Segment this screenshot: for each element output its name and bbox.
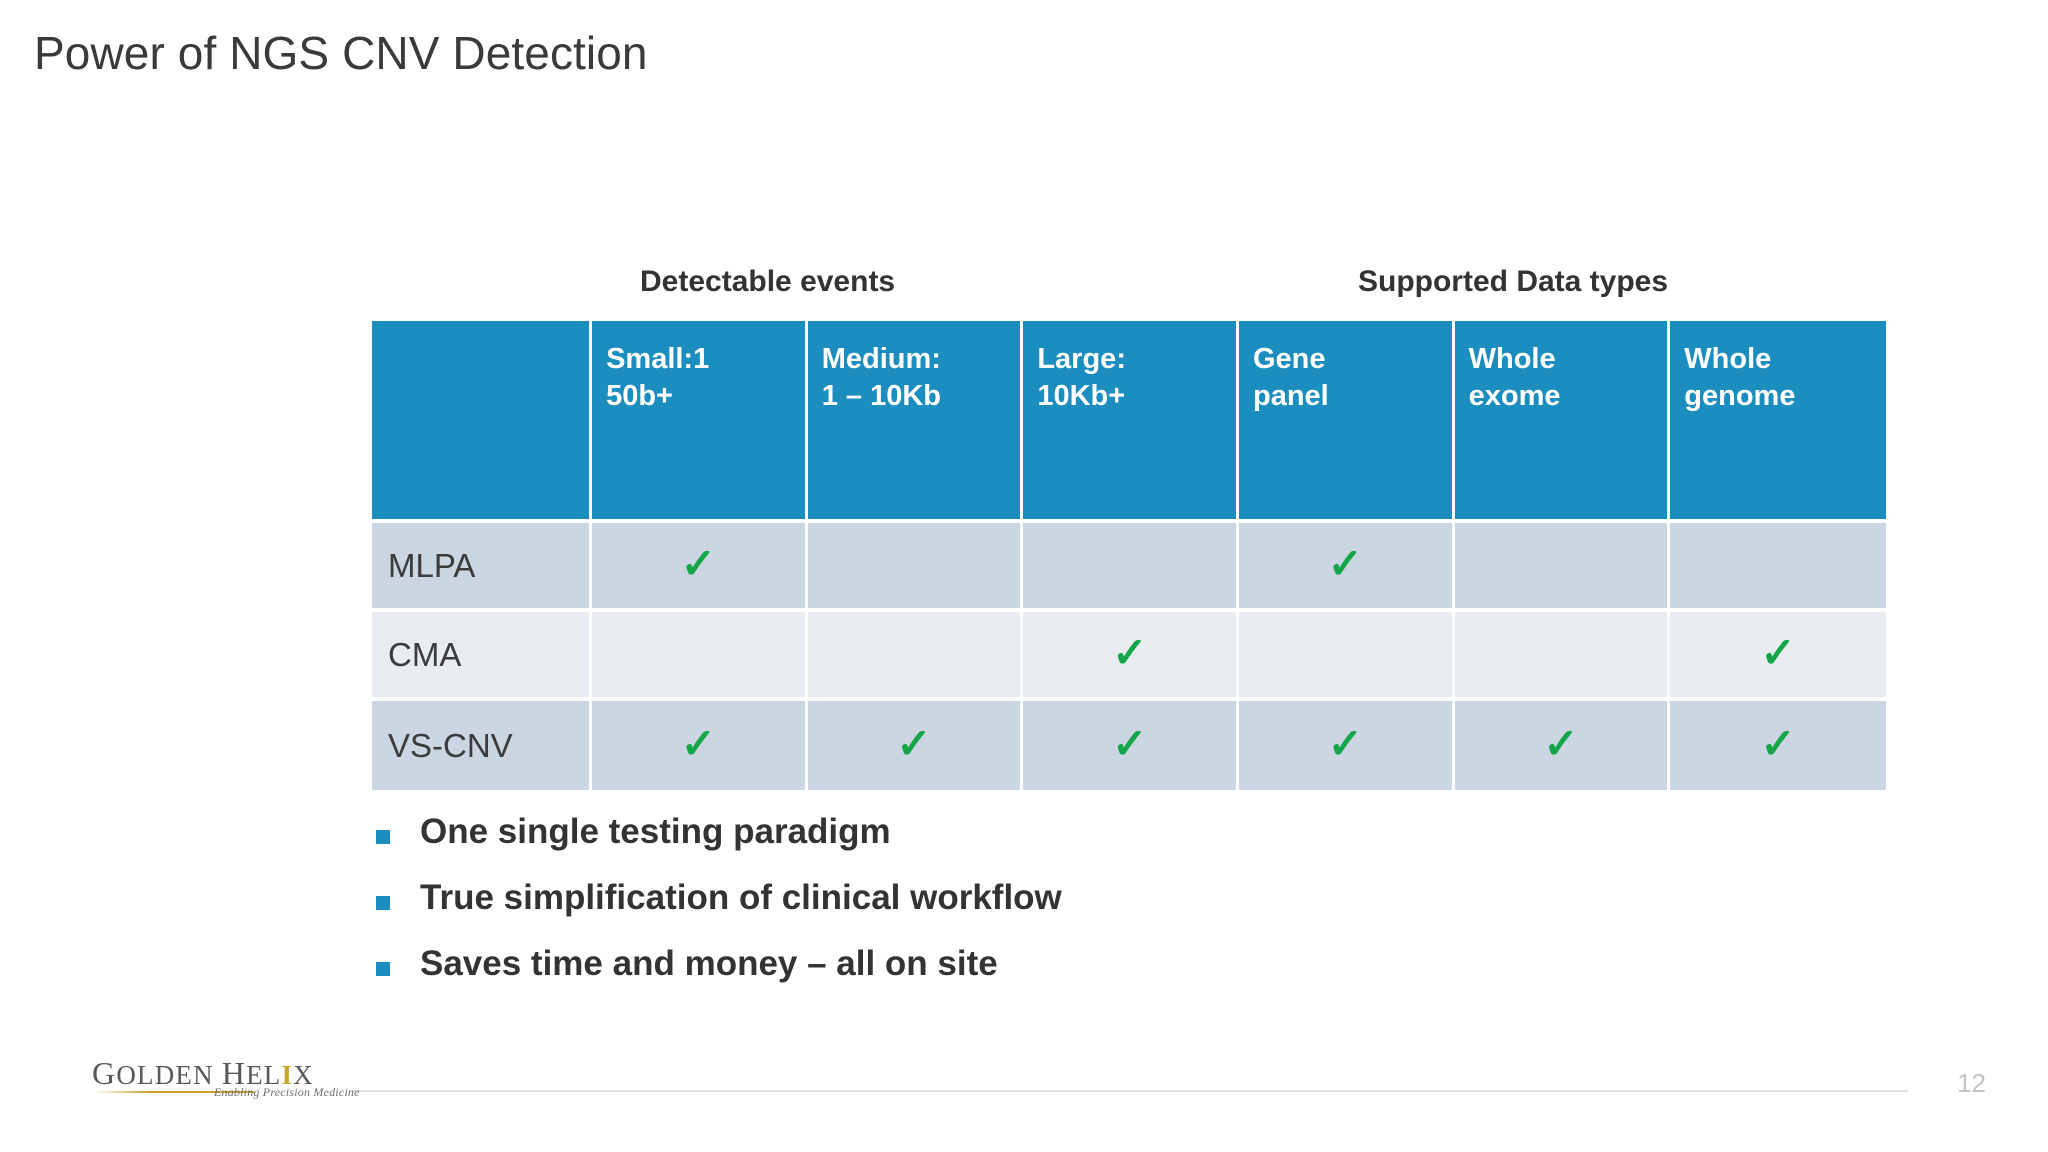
cell-cma-medium — [807, 612, 1024, 701]
row-label-vs-cnv: VS-CNV — [372, 701, 593, 790]
logo-el: EL — [246, 1060, 282, 1090]
cell-cma-whole-genome: ✓ — [1670, 612, 1886, 701]
golden-helix-logo: GOLDEN HELIX Enabling Precision Medicine — [92, 1057, 359, 1113]
check-icon: ✓ — [1543, 719, 1579, 767]
page-title: Power of NGS CNV Detection — [34, 27, 648, 79]
capability-comparison-table: Small:1 50b+ Medium: 1 – 10Kb Large: 10K… — [372, 321, 1886, 790]
table-corner-cell — [372, 321, 593, 523]
cell-mlpa-whole-genome — [1670, 523, 1886, 612]
column-header-whole-exome: Whole exome — [1454, 321, 1671, 523]
cell-mlpa-large — [1023, 523, 1239, 612]
column-header-gene-panel-line2: panel — [1252, 379, 1329, 412]
check-icon: ✓ — [1760, 628, 1796, 676]
list-item-label: Saves time and money – all on site — [420, 944, 998, 983]
column-header-whole-genome-line2: genome — [1684, 379, 1796, 412]
cell-vs-cnv-small: ✓ — [592, 701, 808, 790]
list-item: True simplification of clinical workflow — [376, 878, 1062, 918]
logo-olden: OLDEN — [116, 1060, 214, 1090]
logo-x: X — [293, 1060, 314, 1090]
column-header-whole-genome-line1: Whole — [1684, 343, 1772, 375]
column-header-gene-panel: Gene panel — [1238, 321, 1455, 523]
cell-mlpa-medium — [807, 523, 1024, 612]
group-caption-supported-data-types: Supported Data types — [1358, 265, 1669, 298]
column-header-small-line2: 50b+ — [606, 379, 673, 412]
cell-cma-whole-exome — [1454, 612, 1671, 701]
table-row: VS-CNV ✓ ✓ ✓ ✓ ✓ ✓ — [372, 701, 1886, 790]
cell-cma-large: ✓ — [1023, 612, 1239, 701]
cell-cma-gene-panel — [1238, 612, 1455, 701]
cell-mlpa-gene-panel: ✓ — [1238, 523, 1455, 612]
cell-vs-cnv-gene-panel: ✓ — [1238, 701, 1455, 790]
list-item-label: True simplification of clinical workflow — [420, 878, 1062, 917]
column-header-medium-line2: 1 – 10Kb — [821, 379, 941, 412]
row-label-cma: CMA — [372, 612, 593, 701]
footer-divider — [352, 1090, 1908, 1092]
cell-vs-cnv-whole-genome: ✓ — [1670, 701, 1886, 790]
bullet-square-icon — [376, 896, 390, 910]
logo-g: G — [92, 1055, 117, 1091]
table-row: CMA ✓ ✓ — [372, 612, 1886, 701]
logo-underline — [94, 1091, 254, 1093]
column-header-small: Small:1 50b+ — [592, 321, 808, 523]
check-icon: ✓ — [1327, 539, 1363, 587]
list-item-label: One single testing paradigm — [420, 812, 891, 851]
column-header-medium: Medium: 1 – 10Kb — [807, 321, 1024, 523]
bullet-square-icon — [376, 830, 390, 844]
check-icon: ✓ — [1112, 628, 1148, 676]
check-icon: ✓ — [680, 539, 716, 587]
logo-helix-i-icon: I — [281, 1060, 294, 1090]
cell-mlpa-small: ✓ — [592, 523, 808, 612]
row-label-mlpa: MLPA — [372, 523, 593, 612]
check-icon: ✓ — [680, 719, 716, 767]
table-header-row: Small:1 50b+ Medium: 1 – 10Kb Large: 10K… — [372, 321, 1886, 523]
group-caption-detectable-events: Detectable events — [640, 265, 896, 298]
logo-h: H — [221, 1055, 247, 1091]
column-header-whole-exome-line2: exome — [1468, 379, 1561, 412]
column-header-whole-exome-line1: Whole — [1468, 343, 1556, 375]
check-icon: ✓ — [896, 719, 932, 767]
logo-wordmark: GOLDEN HELIX — [92, 1057, 342, 1089]
cell-mlpa-whole-exome — [1454, 523, 1671, 612]
list-item: Saves time and money – all on site — [376, 944, 1062, 984]
logo-tagline: Enabling Precision Medicine — [214, 1085, 360, 1099]
cell-cma-small — [592, 612, 808, 701]
list-item: One single testing paradigm — [376, 812, 1062, 852]
column-header-whole-genome: Whole genome — [1670, 321, 1886, 523]
column-header-medium-line1: Medium: — [821, 343, 941, 375]
column-header-large-line2: 10Kb+ — [1037, 379, 1126, 412]
check-icon: ✓ — [1760, 719, 1796, 767]
cell-vs-cnv-large: ✓ — [1023, 701, 1239, 790]
check-icon: ✓ — [1327, 719, 1363, 767]
column-header-large: Large: 10Kb+ — [1023, 321, 1239, 523]
cell-vs-cnv-medium: ✓ — [807, 701, 1024, 790]
key-points-list: One single testing paradigm True simplif… — [376, 812, 1062, 1010]
column-header-gene-panel-line1: Gene — [1252, 343, 1326, 375]
bullet-square-icon — [376, 962, 390, 976]
cell-vs-cnv-whole-exome: ✓ — [1454, 701, 1671, 790]
page-number: 12 — [1957, 1068, 1986, 1098]
check-icon: ✓ — [1112, 719, 1148, 767]
column-header-small-line1: Small:1 — [606, 343, 710, 375]
table-row: MLPA ✓ ✓ — [372, 523, 1886, 612]
column-header-large-line1: Large: — [1037, 343, 1126, 375]
